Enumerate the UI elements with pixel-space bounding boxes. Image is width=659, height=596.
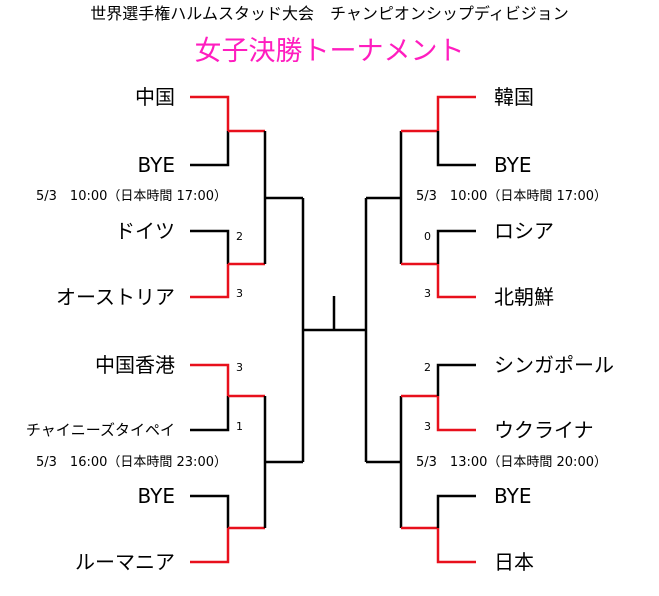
right-line-japan	[436, 528, 476, 564]
left-line-taipei	[190, 396, 230, 432]
left-line-austria	[190, 264, 230, 299]
team-left-2: BYE	[137, 153, 175, 177]
score-germany: 2	[236, 230, 243, 243]
schedule-right-1: 5/3 10:00（日本時間 17:00）	[416, 189, 607, 204]
score-taipei: 1	[236, 420, 243, 433]
right-line-dprk	[436, 264, 476, 299]
event-title: 世界選手権ハルムスタッド大会 チャンピオンシップディビジョン	[90, 4, 569, 23]
team-left-8: ルーマニア	[75, 550, 175, 574]
right-line-russia	[436, 229, 476, 264]
score-dprk: 3	[424, 287, 431, 300]
score-singapore: 2	[424, 361, 431, 374]
left-line-germany	[190, 229, 230, 264]
team-left-7: BYE	[137, 484, 175, 508]
right-line-singapore	[436, 363, 476, 396]
left-line-bye2	[190, 494, 230, 528]
team-right-7: BYE	[494, 484, 532, 508]
schedule-left-1: 5/3 10:00（日本時間 17:00）	[36, 189, 227, 204]
team-left-4: オーストリア	[56, 285, 175, 309]
bracket-title: 女子決勝トーナメント	[194, 36, 465, 67]
left-line-bye1	[190, 131, 230, 167]
schedule-left-2: 5/3 16:00（日本時間 23:00）	[36, 455, 227, 470]
team-right-3: ロシア	[494, 219, 554, 243]
team-right-8: 日本	[494, 550, 534, 574]
schedule-right-2: 5/3 13:00（日本時間 20:00）	[416, 455, 607, 470]
score-ukraine: 3	[424, 420, 431, 433]
score-russia: 0	[424, 230, 431, 243]
left-line-china	[190, 95, 230, 131]
team-right-6: ウクライナ	[494, 418, 594, 442]
score-austria: 3	[236, 287, 243, 300]
left-line-romania	[190, 528, 230, 564]
right-line-bye1	[436, 131, 476, 167]
right-line-korea	[436, 95, 476, 131]
team-right-5: シンガポール	[494, 353, 614, 377]
right-line-ukraine	[436, 396, 476, 432]
team-right-1: 韓国	[494, 85, 534, 109]
team-right-2: BYE	[494, 153, 532, 177]
score-hongkong: 3	[236, 361, 243, 374]
team-left-3: ドイツ	[115, 219, 175, 243]
right-line-bye2	[436, 494, 476, 528]
team-right-4: 北朝鮮	[494, 285, 554, 309]
team-left-1: 中国	[135, 85, 175, 109]
team-left-6: チャイニーズタイペイ	[25, 421, 175, 439]
team-left-5: 中国香港	[95, 353, 175, 377]
left-line-hongkong	[190, 363, 230, 396]
